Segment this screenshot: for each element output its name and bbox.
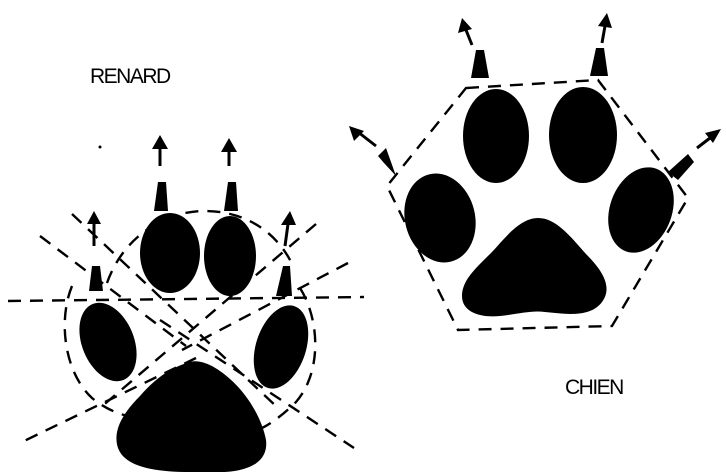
fox-horizontal-axis <box>8 297 364 301</box>
dog-label: CHIEN <box>565 377 623 398</box>
fox-toe-pad-inner-left <box>140 213 200 293</box>
dog-paw-print <box>378 48 694 316</box>
dog-toe-pad-outer-left <box>395 166 485 270</box>
dog-claw-arrows <box>349 13 721 148</box>
fox-stray-dot <box>99 146 102 149</box>
dog-claw-outer-left <box>378 148 396 176</box>
fox-claw-left <box>154 182 168 211</box>
fox-arrow-left <box>152 135 168 166</box>
dog-toe-pad-inner-left <box>463 89 529 183</box>
fox-claw-outer-right <box>276 266 292 296</box>
fox-arrow-outer-right <box>281 211 296 246</box>
fox-toe-arc <box>107 211 294 283</box>
dog-arrow-outer-right <box>697 129 721 148</box>
dog-claw-inner-left <box>471 50 489 78</box>
dog-heel-pad <box>462 218 607 316</box>
dog-arrow-inner-right <box>598 13 612 43</box>
dog-toe-pad-inner-right <box>549 87 617 183</box>
fox-claw-right <box>224 182 238 211</box>
fox-heel-pad <box>116 361 266 472</box>
dog-arrow-inner-left <box>458 18 472 45</box>
fox-toe-pad-outer-right <box>244 298 318 395</box>
dog-arrow-outer-left <box>349 126 376 146</box>
fox-label: RENARD <box>90 66 170 87</box>
fox-toe-pad-inner-right <box>204 216 256 296</box>
dog-claw-inner-right <box>590 48 608 76</box>
fox-arrow-right <box>221 138 237 166</box>
